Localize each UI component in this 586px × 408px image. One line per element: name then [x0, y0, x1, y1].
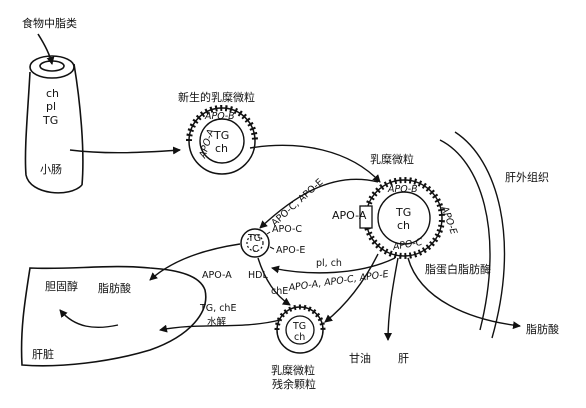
return-transfer-plch: pl, ch: [316, 258, 342, 269]
remnant-core-ch: ch: [294, 332, 305, 343]
lipoprotein-lipase-label: 脂蛋白脂肪酶: [425, 262, 491, 276]
arrow-liver-fatty-acid-to-cholesterol: [59, 309, 119, 329]
product-liver: 肝: [398, 352, 409, 365]
remnant-name-2: 残余颗粒: [272, 377, 316, 391]
remnant-particle: [274, 304, 326, 354]
hydrolysis-tg-che: TG, chE: [199, 303, 236, 314]
nascent-core-ch: ch: [215, 142, 228, 155]
arrow-hdl-to-liver: [149, 243, 241, 281]
arrow-to-glycerol: [384, 257, 399, 341]
hdl-apo-a: APO-A: [202, 270, 232, 281]
nascent-core-tg: TG: [213, 129, 229, 142]
hdl-label: HDL: [248, 270, 268, 281]
liver-fatty-acid: 脂肪酸: [98, 281, 131, 295]
intestine-label: 小肠: [40, 163, 62, 176]
remnant-name-1: 乳糜微粒: [271, 363, 315, 377]
hdl-particle: [240, 228, 270, 258]
arrow-chylomicron-to-remnant: [324, 253, 379, 323]
arrow-apo-transfer-to-hdl: [259, 178, 379, 229]
arrow-to-fatty-acid: [407, 257, 521, 330]
arrow-hdl-to-remnant: [257, 257, 291, 306]
title-food-lipids: 食物中脂类: [22, 16, 77, 30]
chylomicron-apo-a-label: APO-A: [332, 209, 367, 222]
chylomicron-particle: [359, 177, 445, 259]
remnant-core-tg: TG: [292, 321, 306, 332]
extrahepatic-label: 肝外组织: [505, 170, 549, 184]
liver-outline: [20, 265, 207, 367]
intestine-content-ch: ch: [46, 87, 59, 100]
intestine-content-pl: pl: [46, 100, 56, 113]
small-intestine: [24, 33, 84, 194]
intestine-content-tg: TG: [42, 114, 58, 127]
arrow-remnant-to-liver: [159, 319, 281, 333]
nascent-apo-b: APO-B: [204, 111, 235, 122]
product-fatty-acid: 脂肪酸: [526, 322, 559, 336]
hdl-core-tg: TG: [247, 233, 261, 244]
transfer-apo-e: APO-E: [276, 245, 305, 256]
arrow-apo-c: [266, 231, 271, 235]
chylomicron-title: 乳糜微粒: [370, 152, 414, 166]
extrahepatic-tissue-boundary: [439, 131, 506, 339]
nascent-chylomicron-title: 新生的乳糜微粒: [178, 90, 255, 104]
transfer-apo-ce: APO-C, APO-E: [269, 177, 325, 229]
hdl-che-label: chE: [271, 286, 288, 297]
chylomicron-core-tg: TG: [395, 206, 411, 219]
nascent-chylomicron-particle: [186, 105, 258, 175]
arrow-intestine-to-nascent: [69, 146, 181, 155]
arrow-apo-e-line: [269, 246, 275, 250]
arrow-return-to-hdl: [271, 257, 396, 274]
chylomicron-apo-c: APO-C: [391, 237, 424, 253]
liver-name: 肝脏: [32, 348, 54, 361]
liver-cholesterol: 胆固醇: [45, 279, 78, 293]
hdl-core-c: C: [252, 244, 259, 255]
product-glycerol: 甘油: [349, 351, 371, 365]
transfer-apo-c: APO-C: [272, 224, 302, 235]
arrow-nascent-to-chylomicron: [249, 144, 381, 183]
chylomicron-apo-b: APO-B: [387, 184, 418, 195]
hydrolysis-label: 水解: [207, 316, 227, 328]
chylomicron-core-ch: ch: [397, 219, 410, 232]
